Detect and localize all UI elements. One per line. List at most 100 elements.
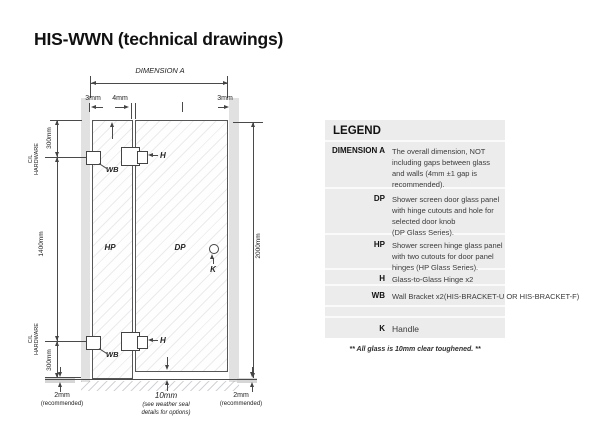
dim-300-bottom-label: 300mm — [46, 349, 53, 371]
arrow-left-icon — [148, 153, 153, 157]
extension-line — [227, 76, 228, 98]
glass-footnote: ** All glass is 10mm clear toughened. ** — [349, 346, 481, 353]
arrow-down-icon — [249, 372, 254, 377]
dim-line — [60, 367, 61, 373]
legend-panel: LEGEND DIMENSION A The overall dimension… — [325, 120, 579, 338]
dim-line — [167, 357, 168, 365]
legend-key: DIMENSION A — [331, 146, 385, 155]
dimension-a-label: DIMENSION A — [135, 66, 185, 75]
extension-line — [131, 103, 132, 119]
dp-panel-label: DP — [174, 243, 186, 252]
extension-line — [50, 120, 82, 121]
legend-row-wb: WB Wall Bracket x2(HIS-BRACKET-U OR HIS-… — [325, 284, 579, 305]
hp-panel-label: HP — [104, 243, 116, 252]
legend-row-dp: DP Shower screen door glass panel with h… — [325, 187, 505, 237]
dim-line — [252, 367, 253, 373]
arrow-down-icon — [164, 365, 169, 370]
floor-line — [45, 379, 257, 380]
wall-left — [81, 98, 90, 382]
gap-bottom-right-label: 2mm — [233, 392, 249, 399]
legend-key: DP — [373, 194, 385, 203]
floor-right — [237, 378, 257, 383]
arrow-right-icon — [124, 104, 129, 109]
legend-heading: LEGEND — [333, 125, 381, 137]
dim-line — [167, 385, 168, 391]
legend-row-dimension-a: DIMENSION A The overall dimension, NOT i… — [325, 140, 505, 189]
wall-bracket-bottom-label: WB — [106, 350, 119, 359]
tick — [89, 103, 90, 112]
gap-bottom-left-label: 2mm — [54, 392, 70, 399]
wall-bracket-top — [86, 151, 101, 165]
gap-top-left-label: 3mm — [85, 95, 101, 102]
hinge-bottom-tab — [137, 336, 148, 349]
right-dimension-line — [253, 122, 254, 378]
wall-right — [229, 98, 239, 382]
tick — [182, 102, 183, 112]
extension-line — [134, 103, 136, 119]
dim-line — [60, 387, 61, 392]
arrow-down-icon — [54, 373, 59, 378]
cl-hardware-bottom-label: C/L HARDWARE — [28, 316, 44, 362]
extension-line — [45, 377, 81, 378]
leader-line — [112, 126, 113, 139]
hardware-label: HARDWARE — [34, 323, 41, 355]
legend-row-hp: HP Shower screen hinge glass panel with … — [325, 233, 505, 272]
arrow-up-icon — [54, 341, 59, 346]
arrow-up-icon — [54, 120, 59, 125]
dim-2000-label: 2000mm — [255, 233, 262, 259]
gap-top-mid-label: 4mm — [112, 95, 128, 102]
arrow-up-icon — [249, 382, 254, 387]
gap-bottom-door-label: 10mm — [154, 391, 178, 400]
floor-left — [45, 378, 75, 383]
hinge-top-label: H — [160, 151, 166, 160]
knob-label: K — [210, 265, 216, 274]
legend-row-k: K Handle — [325, 316, 505, 338]
wall-bracket-top-label: WB — [106, 165, 119, 174]
left-dimension-line — [57, 120, 58, 378]
arrow-down-icon — [54, 336, 59, 341]
dim-1400-label: 1400mm — [38, 231, 45, 257]
arrow-up-icon — [109, 122, 114, 127]
arrow-right-icon — [223, 80, 228, 85]
extension-line — [233, 122, 263, 123]
legend-key: HP — [373, 240, 385, 249]
seal-note-line1: (see weather seal — [142, 402, 190, 408]
legend-desc: Shower screen hinge glass panel with two… — [392, 241, 503, 272]
legend-key: K — [379, 324, 385, 333]
extension-line — [90, 76, 91, 98]
wall-bracket-bottom — [86, 336, 101, 350]
legend-row-spacer — [325, 305, 505, 316]
legend-desc: Shower screen door glass panel with hing… — [392, 195, 500, 237]
legend-row-h: H Glass-to-Glass Hinge x2 — [325, 268, 505, 284]
arrow-down-icon — [54, 152, 59, 157]
arrow-up-icon — [54, 157, 59, 162]
hardware-label: HARDWARE — [34, 143, 41, 175]
cl-hardware-top-label: C/L HARDWARE — [28, 136, 44, 182]
legend-desc: Wall Bracket x2(HIS-BRACKET-U OR HIS-BRA… — [392, 292, 580, 301]
dimension-a-line — [91, 83, 228, 84]
gap-top-right-label: 3mm — [217, 95, 233, 102]
dim-line — [218, 106, 225, 108]
leader-line — [212, 258, 214, 264]
seal-note-line2: details for options) — [141, 410, 191, 416]
arrow-down-icon — [57, 372, 62, 377]
dim-line — [252, 387, 253, 392]
extension-line — [45, 157, 86, 158]
arrow-right-icon — [224, 104, 229, 109]
leader-line — [152, 155, 158, 156]
legend-desc: Glass-to-Glass Hinge x2 — [392, 275, 474, 284]
leader-line — [152, 340, 158, 341]
hinge-top-tab — [137, 151, 148, 164]
legend-key: H — [379, 274, 385, 283]
arrow-left-icon — [91, 104, 96, 109]
legend-desc: Handle — [392, 324, 419, 334]
extension-line — [45, 341, 86, 342]
legend-key: WB — [371, 291, 385, 300]
arrow-left-icon — [148, 338, 153, 342]
gap-bottom-left-note: (recommended) — [40, 401, 84, 407]
door-knob — [209, 244, 219, 254]
arrow-up-icon — [164, 380, 169, 385]
arrow-up-icon — [250, 122, 255, 127]
dim-line — [115, 106, 125, 108]
